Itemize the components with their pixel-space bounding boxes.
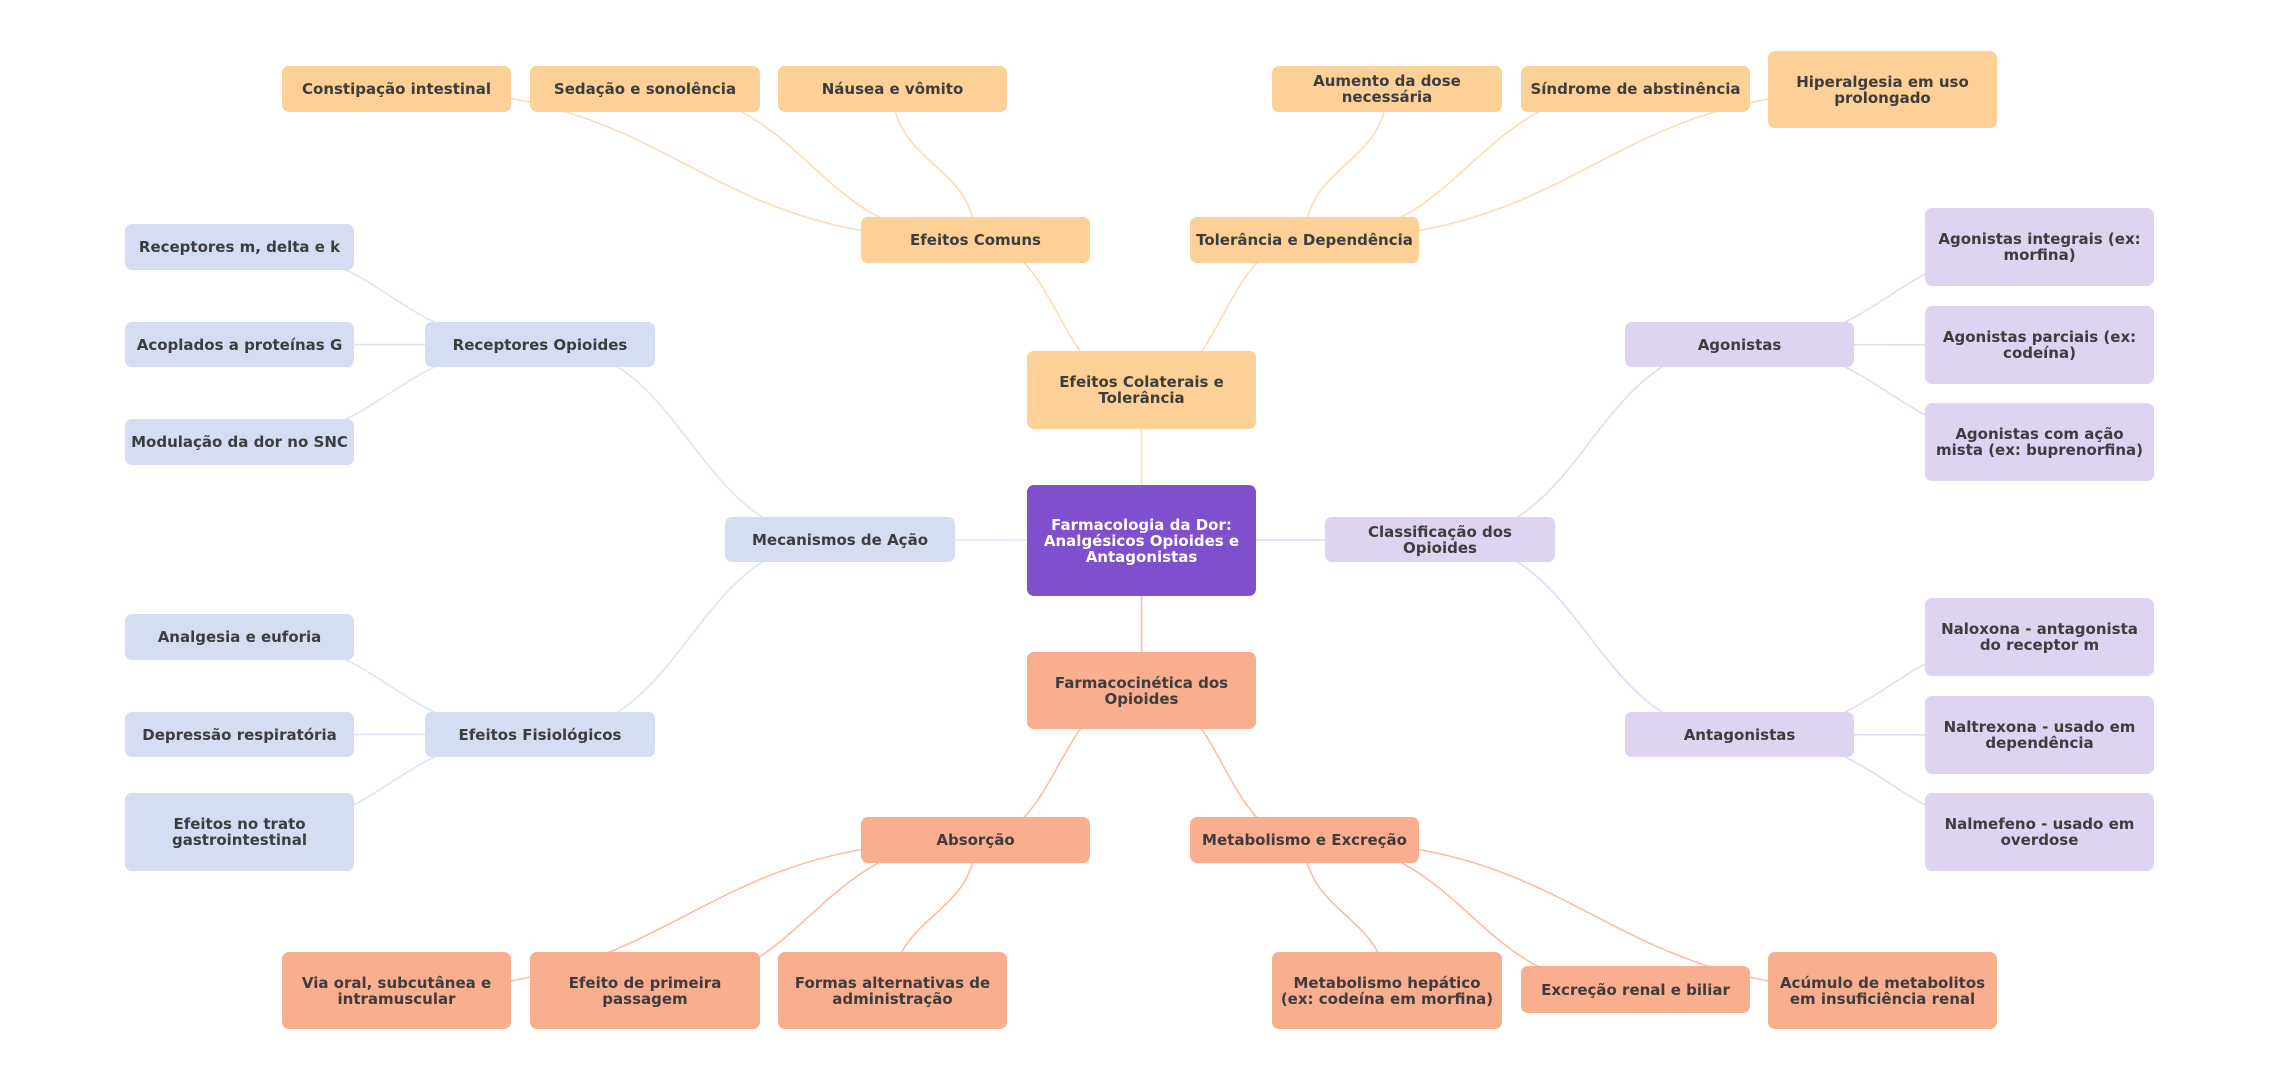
node-receptores[interactable]: Receptores Opioides (425, 322, 655, 367)
node-hepatico[interactable]: Metabolismo hepático (ex: codeína em mor… (1272, 952, 1502, 1029)
node-label: Síndrome de abstinência (1530, 80, 1741, 98)
node-ag-mista[interactable]: Agonistas com ação mista (ex: buprenorfi… (1925, 403, 2154, 481)
node-label: Antagonistas (1683, 725, 1796, 744)
node-label: Agonistas parciais (ex: codeína) (1942, 328, 2137, 362)
edge-classificacao-antagonistas (1439, 538, 1740, 736)
node-nalmefeno[interactable]: Nalmefeno - usado em overdose (1925, 793, 2154, 871)
node-comuns[interactable]: Efeitos Comuns (861, 217, 1090, 263)
node-label: Naltrexona - usado em dependência (1943, 718, 2136, 752)
node-label: Hiperalgesia em uso prolongado (1796, 72, 1969, 107)
node-acumulo[interactable]: Acúmulo de metabolitos em insuficiência … (1768, 952, 1997, 1029)
node-label: Efeito de primeira passagem (568, 973, 722, 1008)
node-label: Receptores Opioides (452, 335, 628, 354)
node-label: Sedação e sonolência (553, 80, 737, 98)
node-primeira-passagem[interactable]: Efeito de primeira passagem (530, 952, 760, 1029)
node-label: Nalmefeno - usado em overdose (1944, 815, 2135, 849)
node-label: Agonistas integrais (ex: morfina) (1938, 230, 2141, 264)
node-label: Constipação intestinal (302, 80, 491, 98)
node-absorcao[interactable]: Absorção (861, 817, 1090, 863)
node-metabolismo[interactable]: Metabolismo e Excreção (1190, 817, 1419, 863)
node-label: Absorção (936, 831, 1015, 849)
node-label: Tolerância e Dependência (1196, 231, 1413, 249)
node-naloxona[interactable]: Naloxona - antagonista do receptor m (1925, 598, 2154, 676)
node-analgesia[interactable]: Analgesia e euforia (125, 614, 354, 660)
node-classificacao[interactable]: Classificação dos Opioides (1325, 517, 1555, 562)
edge-mecanismos-receptores (539, 343, 841, 541)
node-ag-parciais[interactable]: Agonistas parciais (ex: codeína) (1925, 306, 2154, 384)
node-label: Acúmulo de metabolitos em insuficiência … (1779, 973, 1986, 1008)
node-label: Agonistas (1697, 335, 1782, 354)
edge-mecanismos-fisiologicos (539, 538, 841, 736)
node-label: Via oral, subcutânea e intramuscular (301, 973, 492, 1008)
node-farmacocinetica[interactable]: Farmacocinética dos Opioides (1027, 652, 1256, 729)
node-label: Efeitos Comuns (910, 231, 1041, 249)
node-antagonistas[interactable]: Antagonistas (1625, 712, 1854, 757)
node-label: Efeitos Colaterais e Tolerância (1059, 373, 1224, 407)
node-label: Naloxona - antagonista do receptor m (1941, 620, 2138, 654)
node-label: Acoplados a proteínas G (136, 335, 343, 354)
node-agonistas[interactable]: Agonistas (1625, 322, 1854, 367)
node-excrecao[interactable]: Excreção renal e biliar (1521, 966, 1750, 1013)
node-ag-integrais[interactable]: Agonistas integrais (ex: morfina) (1925, 208, 2154, 286)
node-label: Efeitos no trato gastrointestinal (171, 815, 307, 849)
node-nausea[interactable]: Náusea e vômito (778, 66, 1007, 112)
node-tolerancia[interactable]: Tolerância e Dependência (1190, 217, 1419, 263)
node-label: Metabolismo hepático (ex: codeína em mor… (1280, 973, 1494, 1008)
edge-classificacao-agonistas (1439, 343, 1740, 541)
node-acoplados[interactable]: Acoplados a proteínas G (125, 322, 354, 367)
node-rec-mdk[interactable]: Receptores m, delta e k (125, 224, 354, 270)
node-via-oral[interactable]: Via oral, subcutânea e intramuscular (282, 952, 511, 1029)
node-label: Farmacologia da Dor: Analgésicos Opioide… (1043, 515, 1240, 566)
node-label: Classificação dos Opioides (1368, 522, 1512, 557)
node-sindrome[interactable]: Síndrome de abstinência (1521, 66, 1750, 112)
node-label: Efeitos Fisiológicos (458, 725, 622, 744)
node-label: Farmacocinética dos Opioides (1054, 673, 1229, 708)
node-fisiologicos[interactable]: Efeitos Fisiológicos (425, 712, 655, 757)
node-hiperalgesia[interactable]: Hiperalgesia em uso prolongado (1768, 51, 1997, 128)
node-label: Receptores m, delta e k (138, 238, 341, 256)
node-label: Analgesia e euforia (157, 628, 322, 646)
node-label: Excreção renal e biliar (1541, 980, 1730, 999)
node-label: Mecanismos de Ação (751, 530, 928, 549)
node-label: Metabolismo e Excreção (1202, 831, 1407, 849)
node-naltrexona[interactable]: Naltrexona - usado em dependência (1925, 696, 2154, 774)
node-sedacao[interactable]: Sedação e sonolência (530, 66, 760, 112)
node-label: Agonistas com ação mista (ex: buprenorfi… (1935, 425, 2144, 459)
node-label: Formas alternativas de administração (794, 973, 991, 1008)
node-efeitos[interactable]: Efeitos Colaterais e Tolerância (1027, 351, 1256, 429)
node-aumento[interactable]: Aumento da dose necessária (1272, 66, 1502, 112)
node-label: Depressão respiratória (142, 725, 337, 744)
node-mecanismos[interactable]: Mecanismos de Ação (725, 517, 955, 562)
node-label: Aumento da dose necessária (1313, 72, 1461, 106)
node-modulacao[interactable]: Modulação da dor no SNC (125, 419, 354, 465)
node-formas[interactable]: Formas alternativas de administração (778, 952, 1007, 1029)
edge-comuns-nausea (891, 88, 977, 241)
node-depressao[interactable]: Depressão respiratória (125, 712, 354, 757)
node-root[interactable]: Farmacologia da Dor: Analgésicos Opioide… (1027, 485, 1256, 596)
edge-tolerancia-aumento (1303, 88, 1388, 241)
node-label: Náusea e vômito (821, 80, 964, 98)
node-constipacao[interactable]: Constipação intestinal (282, 66, 511, 112)
node-gastro[interactable]: Efeitos no trato gastrointestinal (125, 793, 354, 871)
node-label: Modulação da dor no SNC (131, 433, 348, 451)
